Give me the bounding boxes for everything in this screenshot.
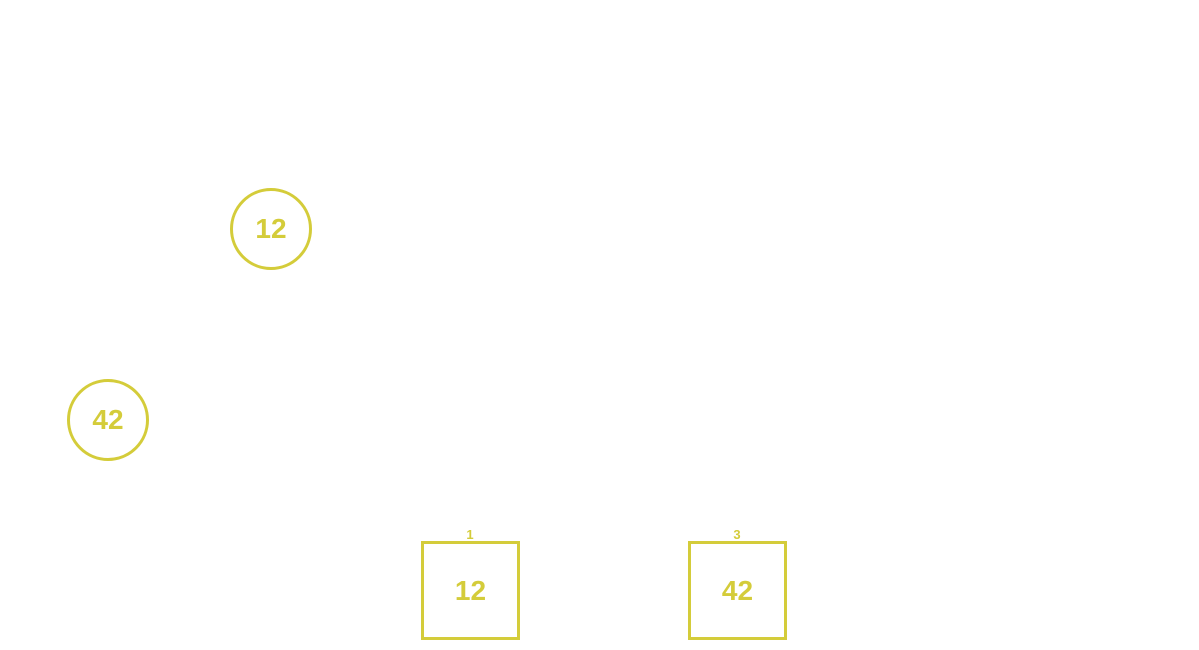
slot-index-label: 1 xyxy=(466,527,474,542)
array-slot: 42 xyxy=(688,541,787,640)
array-slot: 12 xyxy=(421,541,520,640)
node-value: 12 xyxy=(255,213,287,244)
node-circle: 12 xyxy=(230,188,312,270)
slot-value: 12 xyxy=(454,574,487,606)
slot-value: 42 xyxy=(721,574,754,606)
node-value: 42 xyxy=(92,404,124,435)
node-circle: 42 xyxy=(67,379,149,461)
slot-index-label: 3 xyxy=(733,527,741,542)
